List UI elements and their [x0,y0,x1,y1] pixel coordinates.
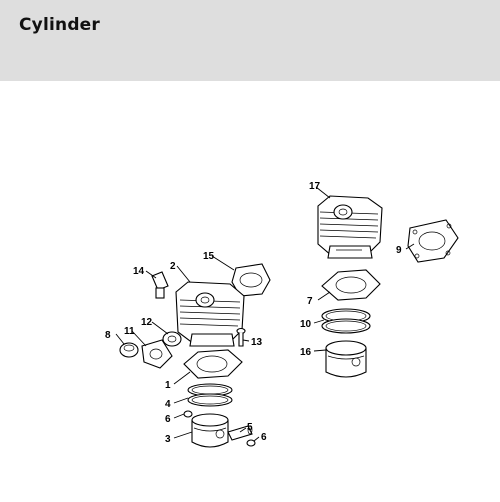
screw-12 [236,327,246,347]
leader-lines [115,186,415,442]
callout-13: 12 [141,317,153,328]
intake-manifold-14 [141,339,173,369]
callout-16: 15 [203,251,215,262]
callout-3: 3 [165,434,171,445]
page-title: Cylinder [19,15,100,35]
exploded-parts-diagram: 17 9 7 10 16 15 14 2 13 12 11 8 1 4 6 3 … [105,181,459,448]
callout-17: 14 [133,266,145,277]
piston-10 [325,340,367,378]
piston-3 [191,413,229,448]
callout-4: 4 [165,399,171,410]
piston-rings-4 [187,383,233,407]
intake-gasket-13 [162,331,182,347]
callout-11: 10 [300,319,312,330]
callout-2: 2 [170,261,176,272]
decompression-valve-17 [151,271,169,299]
gasket-8 [407,219,459,263]
callout-6b: 6 [261,432,267,443]
cylinder-left [175,281,245,347]
callout-10: 16 [300,347,312,358]
page-header: Cylinder [0,0,500,81]
callout-5: 5 [247,422,253,433]
callout-15: 8 [105,330,111,341]
cylinder-right [317,195,383,259]
piston-pin-5 [227,425,253,441]
circlip-6-right [246,439,256,447]
callout-8: 9 [396,245,402,256]
gasket-16 [231,263,271,297]
cap-15 [119,342,139,358]
base-gasket-1 [183,349,243,379]
piston-rings-11 [321,308,371,334]
callout-14: 11 [124,326,135,337]
base-gasket-7 [321,269,381,301]
callout-9: 17 [309,181,321,192]
callout-6a: 6 [165,414,171,425]
callout-12: 13 [251,337,263,348]
circlip-6-left [183,410,193,418]
callout-7: 7 [307,296,313,307]
callout-1: 1 [165,380,171,391]
